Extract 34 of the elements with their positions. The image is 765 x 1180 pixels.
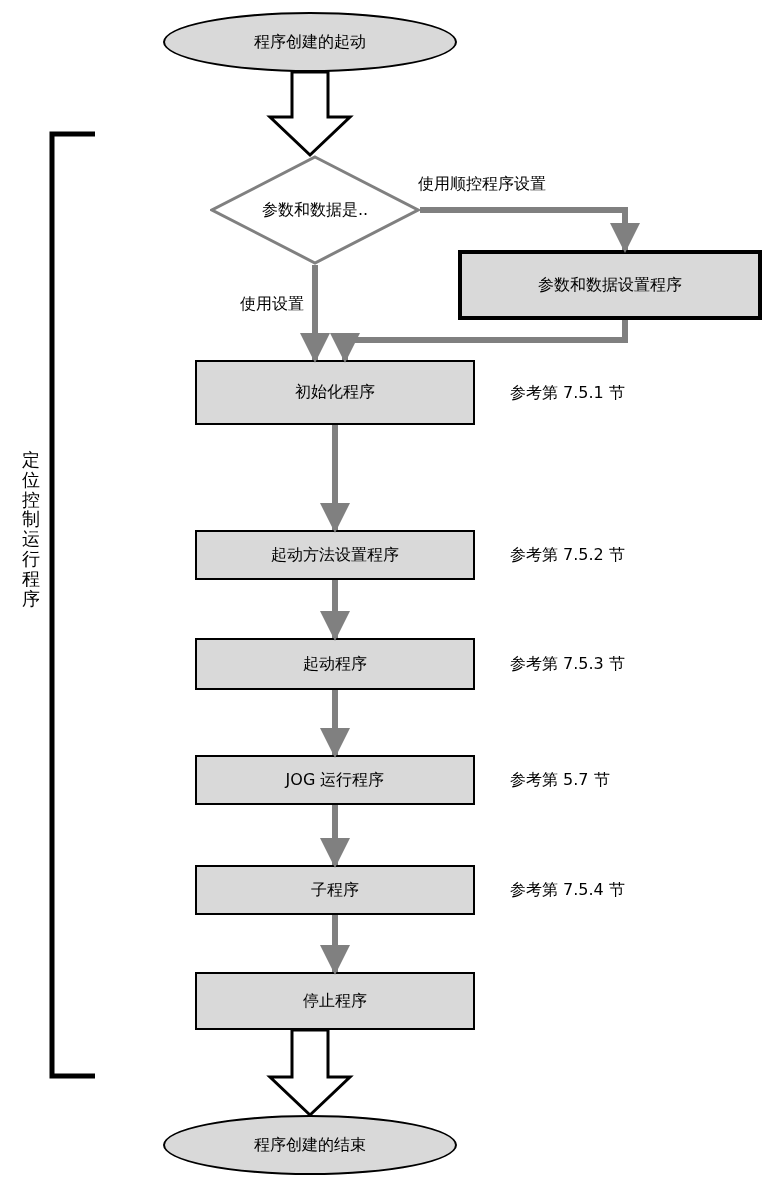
process-box: [195, 360, 475, 425]
arrow: [320, 915, 350, 975]
node-text: 参数和数据设置程序: [537, 274, 683, 296]
node-text: 程序创建的起动: [253, 31, 367, 53]
arrow: [320, 425, 350, 533]
node-text: 起动程序: [302, 653, 368, 675]
arrow: [300, 265, 330, 363]
node-text: 程序创建的结束: [253, 1134, 367, 1156]
arrow: [420, 207, 640, 253]
node-text: 子程序: [310, 879, 360, 901]
node-text: 起动方法设置程序: [270, 544, 400, 566]
process-box: [195, 972, 475, 1030]
node-text: 初始化程序: [294, 382, 376, 403]
hollow-arrow: [266, 70, 354, 158]
process-box: [195, 865, 475, 915]
decision-diamond: [210, 155, 420, 265]
bracket-label: 定位控制运行程序: [22, 450, 40, 609]
arrow: [320, 580, 350, 641]
reference-note: 参考第 7.5.3 节: [510, 654, 625, 675]
arrow: [320, 690, 350, 758]
node-text: 参数和数据是..: [260, 199, 370, 221]
process-box: [195, 755, 475, 805]
reference-note: 参考第 7.5.1 节: [510, 382, 625, 404]
reference-note: 参考第 7.5.4 节: [510, 880, 625, 901]
reference-note: 参考第 5.7 节: [510, 770, 610, 791]
arrow: [330, 320, 628, 363]
process-box: [195, 638, 475, 690]
hollow-arrow: [266, 1028, 354, 1118]
process-box: [458, 250, 762, 320]
process-box: [195, 530, 475, 580]
reference-note: 参考第 7.5.2 节: [510, 545, 625, 566]
arrow: [320, 805, 350, 868]
node-text: JOG 运行程序: [283, 769, 386, 791]
node-text: 停止程序: [302, 990, 368, 1012]
